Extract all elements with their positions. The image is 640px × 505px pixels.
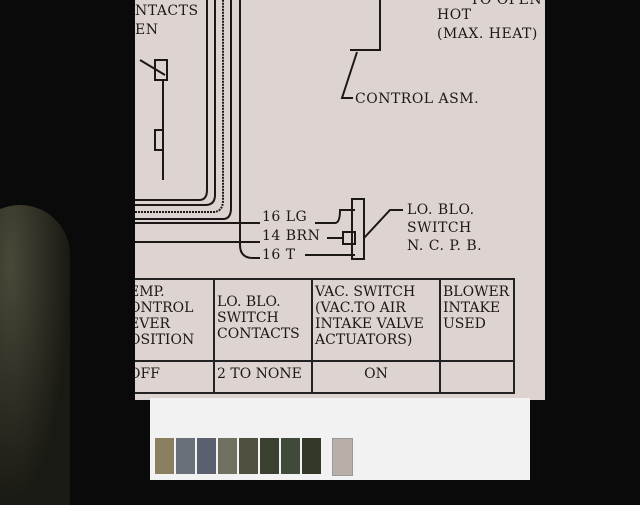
table-header: BLOWER INTAKE USED: [439, 278, 515, 362]
wiring-lines: [135, 0, 403, 260]
table-cell: 2 TO NONE: [213, 360, 313, 394]
diagram-image: NTACTS EN TO OPEN HOT (MAX. HEAT) CONTRO…: [135, 0, 545, 400]
table-header: LO. BLO. SWITCH CONTACTS: [213, 278, 313, 362]
table-row: OFF 2 TO NONE ON: [135, 360, 515, 394]
wire-label: 16 LG: [262, 209, 308, 225]
thumbnail[interactable]: [260, 438, 279, 474]
switch-label: N. C. P. B.: [407, 238, 483, 254]
finger: [0, 205, 70, 505]
thumbnail[interactable]: [302, 438, 321, 474]
wire-label: 14 BRN: [262, 228, 321, 244]
wire-label: 16 T: [262, 247, 296, 263]
switch-label: LO. BLO.: [407, 202, 475, 218]
max-heat-label: (MAX. HEAT): [437, 26, 538, 42]
thumbnail-strip: [150, 398, 530, 480]
hot-label: HOT: [437, 7, 472, 23]
switch-label: SWITCH: [407, 220, 472, 236]
thumbnail[interactable]: [218, 438, 237, 474]
thumbnail[interactable]: [176, 438, 195, 474]
thumbnail[interactable]: [155, 438, 174, 474]
control-asm-label: CONTROL ASM.: [355, 91, 480, 107]
switch-table: EMP. ONTROL EVER OSITION LO. BLO. SWITCH…: [135, 278, 515, 394]
thumbnail[interactable]: [197, 438, 216, 474]
thumbnail[interactable]: [332, 438, 353, 476]
to-open-label: TO OPEN: [470, 0, 543, 8]
table-cell: ON: [311, 360, 441, 394]
thumbnail[interactable]: [239, 438, 258, 474]
contacts-label: NTACTS: [135, 3, 199, 19]
open-label: EN: [135, 22, 159, 38]
table-cell: OFF: [135, 360, 215, 394]
table-header: VAC. SWITCH (VAC.TO AIR INTAKE VALVE ACT…: [311, 278, 441, 362]
table-header-row: EMP. ONTROL EVER OSITION LO. BLO. SWITCH…: [135, 278, 515, 362]
table-header: EMP. ONTROL EVER OSITION: [135, 278, 215, 362]
thumbnail[interactable]: [281, 438, 300, 474]
table-cell: [439, 360, 515, 394]
